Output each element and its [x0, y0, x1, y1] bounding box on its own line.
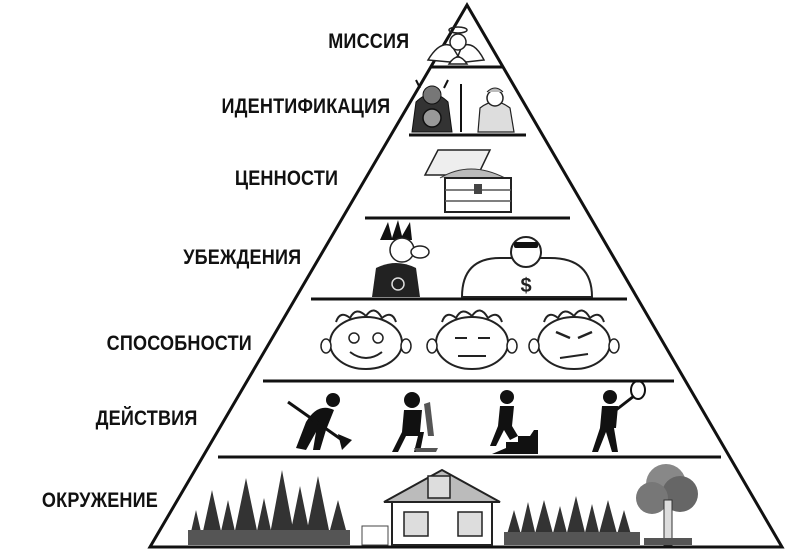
digging-figure-icon	[287, 393, 352, 450]
angel-icon	[426, 26, 486, 65]
level-label-capabilities: СПОСОБНОСТИ	[106, 332, 252, 355]
level-label-environment: ОКРУЖЕНИЕ	[41, 489, 158, 512]
forest-left-icon	[188, 470, 350, 545]
neutral-face-icon	[426, 309, 518, 370]
actions-figures-icon	[287, 380, 646, 454]
level-label-beliefs: УБЕЖДЕНИЯ	[182, 246, 301, 269]
climbing-figure-icon	[490, 390, 538, 454]
level-label-identification: ИДЕНТИФИКАЦИЯ	[221, 95, 390, 118]
treasure-chest-icon	[423, 149, 512, 213]
punk-and-rich-man-icon: $	[372, 220, 594, 298]
level-label-values: ЦЕННОСТИ	[234, 167, 338, 190]
house-icon	[361, 468, 501, 546]
three-faces-icon	[320, 309, 620, 370]
tennis-figure-icon	[592, 380, 646, 452]
level-dividers	[218, 65, 721, 459]
landscape-house-icon	[188, 464, 698, 546]
warriors-icon	[411, 79, 515, 133]
happy-face-icon	[320, 309, 412, 370]
sitting-figure-icon	[392, 392, 438, 452]
svg-text:$: $	[520, 275, 531, 297]
forest-right-icon	[504, 496, 640, 545]
angry-face-icon	[528, 309, 620, 370]
tree-icon	[636, 464, 698, 546]
level-label-actions: ДЕЙСТВИЯ	[95, 407, 197, 430]
level-label-mission: МИССИЯ	[327, 30, 409, 53]
